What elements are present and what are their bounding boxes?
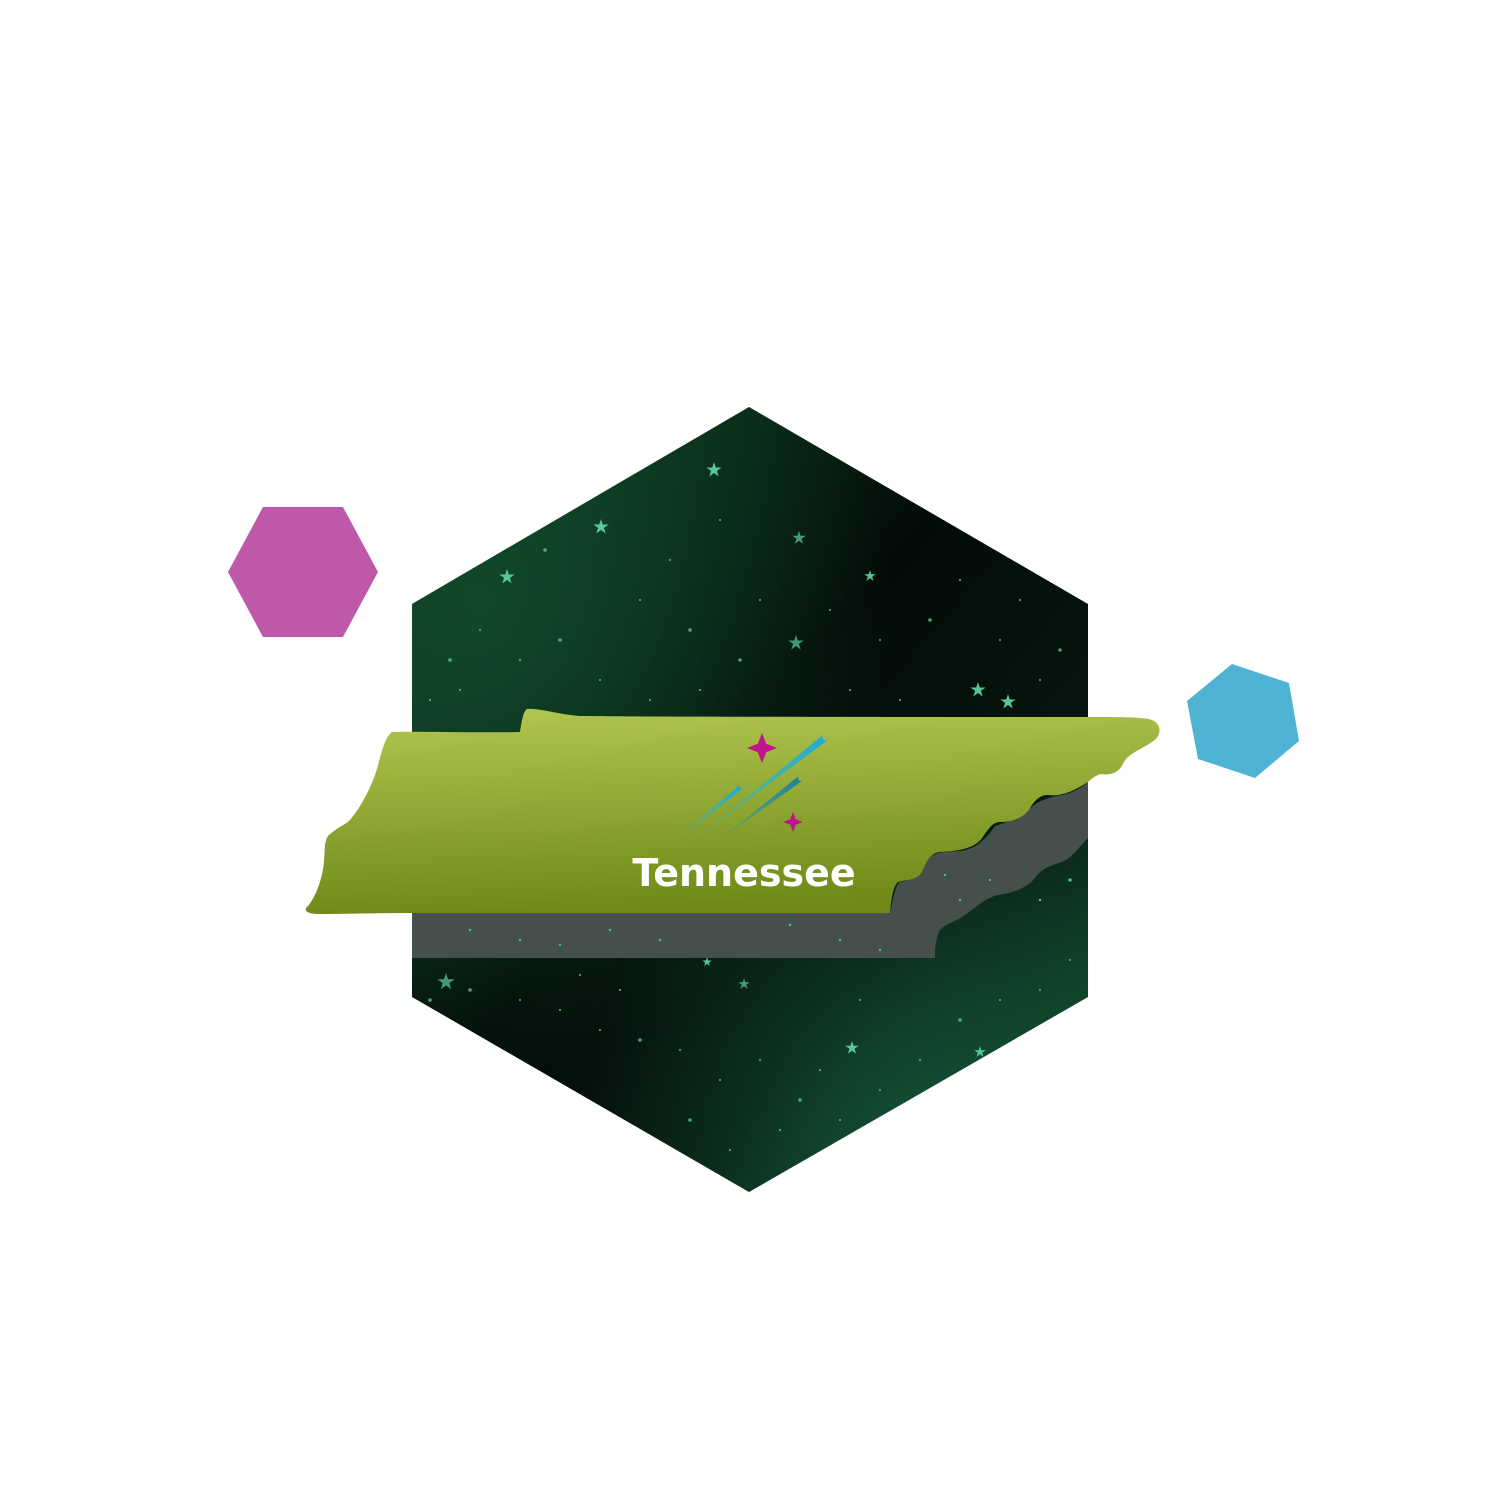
star-dot	[983, 528, 987, 532]
star-dot	[718, 1078, 722, 1082]
sparkle-icon	[747, 733, 777, 763]
star-icon	[845, 1041, 859, 1054]
star-icon	[974, 1046, 986, 1057]
star-dot	[998, 638, 1002, 642]
star-dot	[518, 938, 522, 942]
star-dot	[898, 1138, 902, 1142]
star-dot	[898, 698, 902, 702]
star-dot	[738, 658, 742, 662]
star-dot	[608, 928, 612, 932]
star-dot	[943, 873, 947, 877]
blue-hexagon	[1187, 664, 1299, 778]
star-icon	[437, 973, 455, 990]
star-dot	[788, 923, 792, 927]
star-dot	[558, 1008, 562, 1012]
star-dot	[758, 1058, 762, 1062]
star-dot	[918, 1058, 922, 1062]
magenta-hexagon	[228, 507, 378, 637]
star-dot	[1068, 958, 1072, 962]
star-dot	[798, 1098, 802, 1102]
star-dot	[518, 658, 522, 662]
star-dot	[458, 688, 462, 692]
star-dot	[478, 628, 482, 632]
star-dot	[698, 688, 702, 692]
star-dot	[848, 688, 852, 692]
star-icon	[1000, 694, 1016, 709]
star-dot	[728, 1148, 732, 1152]
star-dot	[558, 638, 562, 642]
star-dot	[638, 1038, 642, 1042]
star-dot	[1038, 898, 1042, 902]
star-dot	[598, 678, 602, 682]
star-dot	[858, 998, 862, 1002]
star-dot	[638, 598, 642, 602]
star-dot	[543, 548, 547, 552]
state-label: Tennessee	[632, 851, 855, 895]
star-dot	[668, 558, 672, 562]
star-dot	[428, 698, 432, 702]
star-dot	[988, 878, 992, 882]
star-dot	[878, 948, 882, 952]
star-dot	[758, 598, 762, 602]
star-dot	[958, 1018, 962, 1022]
star-dot	[1038, 678, 1042, 682]
star-icon	[788, 635, 804, 650]
sparkle-icon	[783, 812, 803, 832]
star-dot	[878, 1088, 882, 1092]
tennessee-state-shape	[305, 708, 1160, 914]
star-dot	[778, 1128, 782, 1132]
star-dot	[518, 998, 522, 1002]
star-dot	[958, 578, 962, 582]
star-dot	[578, 973, 582, 977]
star-icon	[593, 519, 609, 534]
star-dot	[448, 658, 452, 662]
star-icon	[792, 531, 806, 544]
star-dot	[838, 1118, 842, 1122]
star-dot	[468, 928, 472, 932]
star-dot	[1018, 598, 1022, 602]
star-icon	[702, 957, 712, 966]
state-shadow-band	[412, 782, 1088, 958]
star-dot	[648, 698, 652, 702]
star-dot	[558, 943, 562, 947]
star-icon	[706, 462, 722, 477]
shooting-star-streak	[673, 784, 744, 843]
shooting-star-streak	[693, 734, 829, 841]
shooting-star-logo-icon	[673, 733, 829, 843]
star-icon	[864, 570, 876, 581]
star-dot	[678, 1048, 682, 1052]
star-dot	[1078, 1008, 1082, 1012]
star-dot	[958, 898, 962, 902]
star-dot	[658, 938, 662, 942]
star-dot	[688, 628, 692, 632]
star-dot	[428, 998, 432, 1002]
star-dot	[618, 988, 622, 992]
star-dot	[1068, 878, 1072, 882]
star-icon	[970, 682, 986, 697]
star-dot	[928, 618, 932, 622]
star-dot	[468, 988, 472, 992]
star-icon	[499, 569, 515, 584]
star-dot	[598, 1028, 602, 1032]
star-dot	[688, 1118, 692, 1122]
star-dot	[1058, 648, 1062, 652]
star-dot	[818, 1068, 822, 1072]
shooting-star-streak	[718, 775, 803, 841]
star-dot	[838, 938, 842, 942]
star-icon	[738, 978, 750, 989]
star-dot	[718, 518, 722, 522]
star-dot	[1048, 1028, 1052, 1032]
star-dot	[998, 998, 1002, 1002]
star-dot	[828, 608, 832, 612]
star-dot	[1038, 988, 1042, 992]
star-dot	[878, 638, 882, 642]
